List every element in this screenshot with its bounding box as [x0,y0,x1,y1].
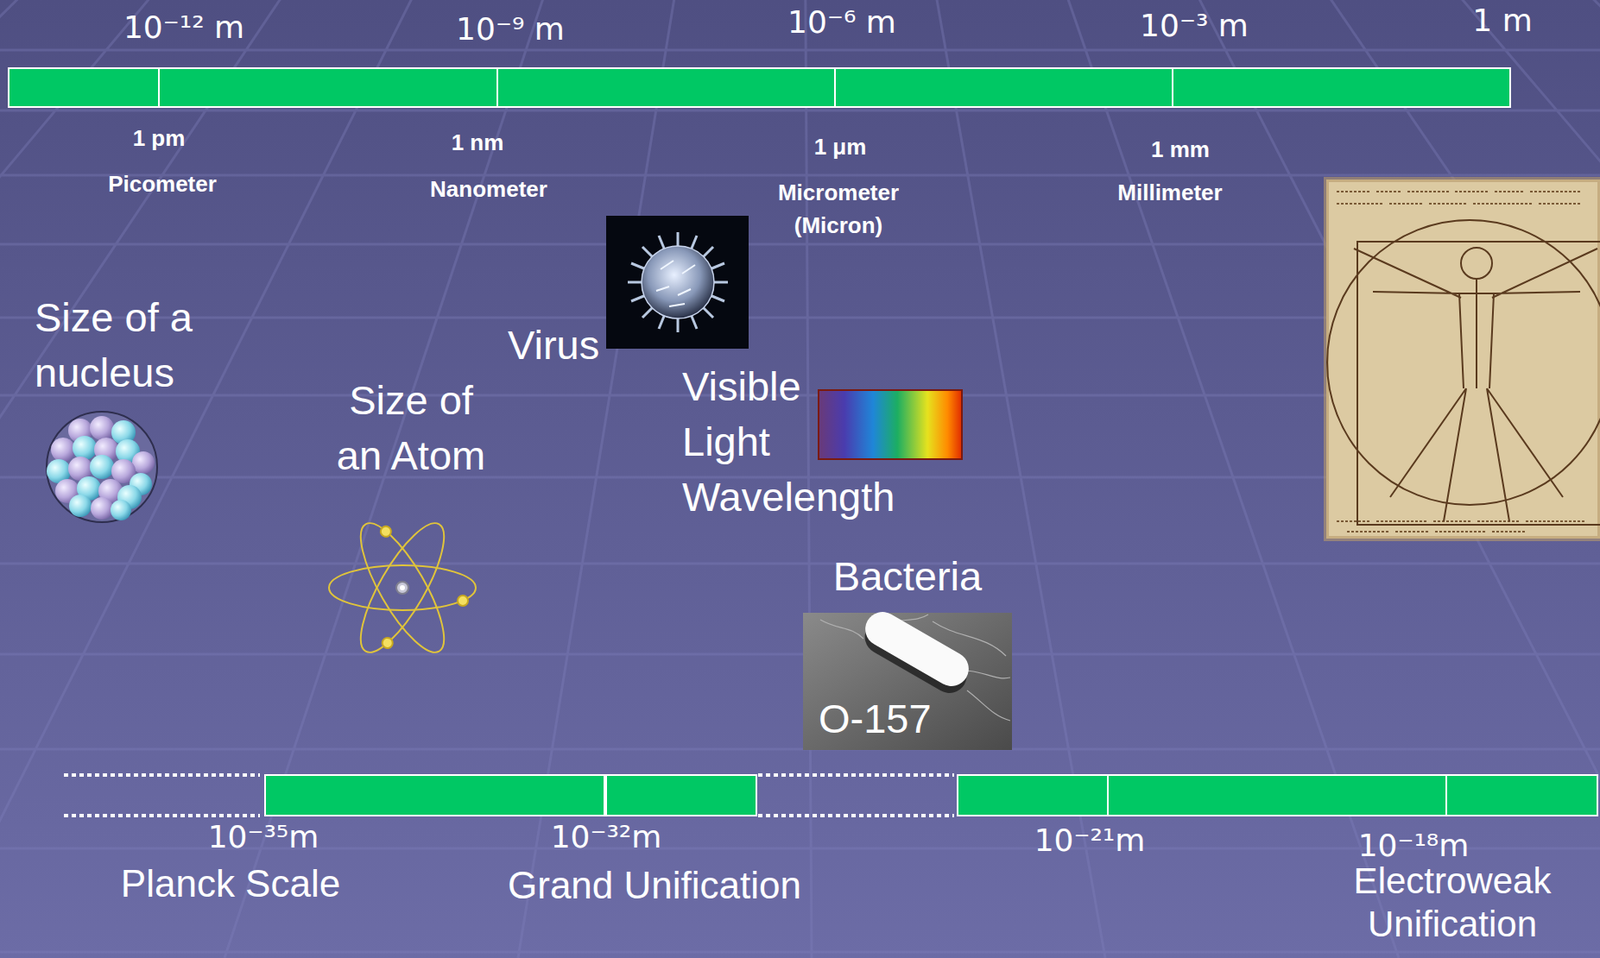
scale-name: Electroweak Unification [1353,860,1552,947]
unit-name: Micrometer (Micron) [777,176,899,242]
unit-symbol: 1 mm [1150,136,1210,164]
vitruvian-drawing [1326,179,1600,539]
bottom-scale-bar [63,775,1598,816]
nucleus-figure [46,411,158,523]
object-label: Size of a nucleus [34,290,215,401]
bacteria-photo [803,606,1012,751]
photo-panel: BacteriaO-157 [803,613,1012,751]
unit-symbol: 1 nm [451,129,505,157]
scale-name: Planck Scale [120,861,341,907]
scale-value: 10⁻⁶ m [787,3,897,41]
scale-value: 10⁻⁹ m [455,10,565,48]
scale-value: 10⁻¹² m [123,8,245,46]
virus-photo [606,215,749,349]
unit-name: Picometer [107,170,217,198]
unit-name: Millimeter [1117,179,1222,207]
scale-value: 10⁻³⁵m [208,818,320,856]
unit-symbol: 1 pm [132,125,186,152]
object-label: Visible Light Wavelength [682,359,895,525]
atom-figure [328,512,476,663]
top-scale-bar [8,68,1511,108]
scale-name: Grand Unification [507,863,802,909]
scale-value: 10⁻³²m [550,818,663,856]
object-label: Size of an Atom [328,373,494,484]
panel-heading: Bacteria [803,552,1012,601]
unit-name: Nanometer [430,176,548,203]
scale-value: 10⁻¹⁸m [1358,827,1470,865]
object-label: Virus [507,321,600,370]
spectrum-bar [818,390,962,460]
scale-value: 10⁻³ m [1139,6,1249,45]
scale-value: 1 m [1472,1,1532,39]
scale-value: 10⁻²¹m [1034,822,1146,860]
unit-symbol: 1 μm [814,133,867,161]
panel-caption: O-157 [818,695,932,744]
